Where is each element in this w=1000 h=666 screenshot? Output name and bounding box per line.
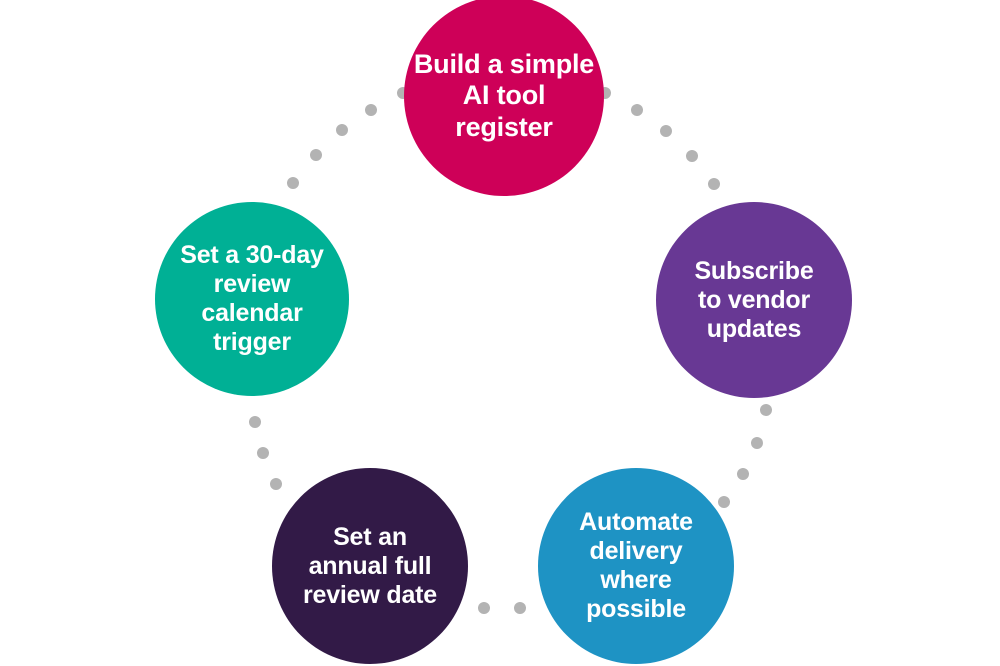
- connector-arc-arc-annual-to-review: [249, 416, 282, 490]
- connector-dot: [249, 416, 261, 428]
- connector-arc-arc-subscribe-to-automate: [718, 404, 772, 508]
- connector-dot: [336, 124, 348, 136]
- node-automate-delivery-where-possible[interactable]: Automate delivery where possible: [538, 468, 734, 664]
- connector-dot: [478, 602, 490, 614]
- connector-dot: [686, 150, 698, 162]
- connector-dot: [718, 496, 730, 508]
- connector-dot: [365, 104, 377, 116]
- connector-dot: [708, 178, 720, 190]
- node-label-set-an-annual-full-review-date: Set an annual full review date: [303, 522, 437, 609]
- connector-dot: [751, 437, 763, 449]
- connector-dot: [514, 602, 526, 614]
- connector-arc-arc-build-to-subscribe: [599, 87, 720, 190]
- connector-dot: [737, 468, 749, 480]
- connector-dot: [660, 125, 672, 137]
- node-build-ai-tool-register[interactable]: Build a simple AI tool register: [404, 0, 604, 196]
- connector-dot: [631, 104, 643, 116]
- node-label-automate-delivery-where-possible: Automate delivery where possible: [579, 508, 693, 623]
- connector-dot: [257, 447, 269, 459]
- node-subscribe-to-vendor-updates[interactable]: Subscribe to vendor updates: [656, 202, 852, 398]
- node-set-an-annual-full-review-date[interactable]: Set an annual full review date: [272, 468, 468, 664]
- node-set-a-30-day-review-calendar-trigger[interactable]: Set a 30-day review calendar trigger: [155, 202, 349, 396]
- node-label-subscribe-to-vendor-updates: Subscribe to vendor updates: [694, 256, 814, 343]
- connector-dot: [310, 149, 322, 161]
- connector-arc-arc-review-to-build: [287, 87, 409, 189]
- connector-dot: [760, 404, 772, 416]
- connector-dot: [287, 177, 299, 189]
- node-label-set-a-30-day-review-calendar-trigger: Set a 30-day review calendar trigger: [180, 241, 324, 356]
- node-label-build-ai-tool-register: Build a simple AI tool register: [413, 49, 595, 142]
- connector-dot: [270, 478, 282, 490]
